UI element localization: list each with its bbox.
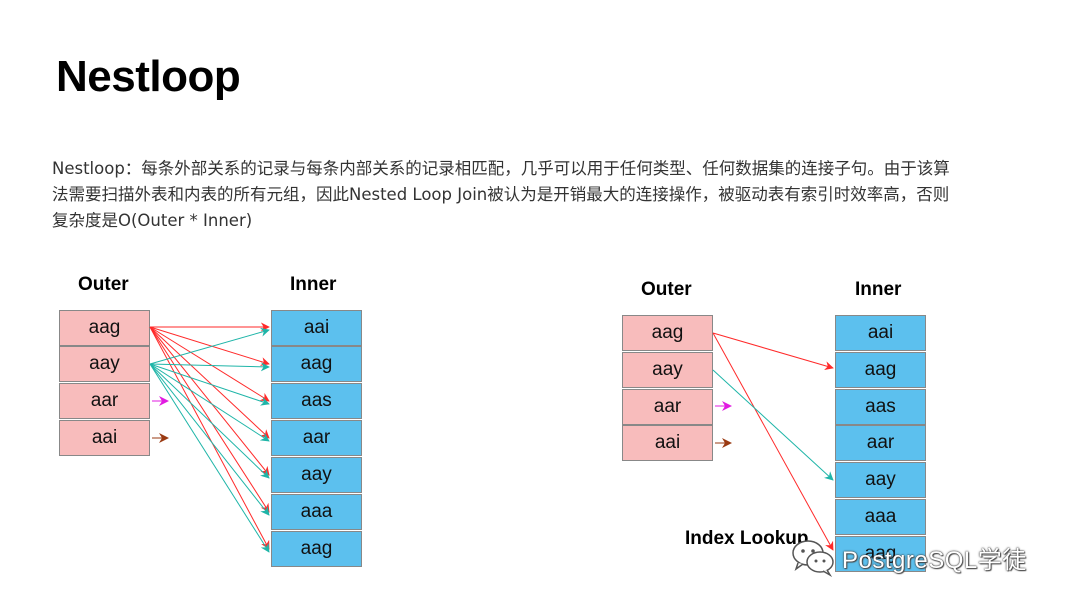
right-inner-row: aar — [835, 425, 926, 461]
right-aag-lookup-arrow — [712, 332, 834, 371]
page-title: Nestloop — [56, 52, 241, 101]
wechat-icon — [792, 540, 834, 577]
left-inner-row: aag — [271, 346, 362, 382]
right-aay-lookup-arrow — [712, 369, 834, 481]
left-inner-label: Inner — [290, 274, 337, 295]
right-inner-row: aag — [835, 536, 926, 572]
right-inner-row: aag — [835, 352, 926, 388]
left-outer-row: aar — [59, 383, 150, 419]
right-inner-row: aaa — [835, 499, 926, 535]
watermark: PostgreSQL学徒 — [790, 537, 1027, 577]
left-inner-row: aay — [271, 457, 362, 493]
description: Nestloop：每条外部关系的记录与每条内部关系的记录相匹配，几乎可以用于任何… — [52, 156, 1042, 234]
description-line: Nestloop：每条外部关系的记录与每条内部关系的记录相匹配，几乎可以用于任何… — [52, 159, 950, 178]
right-outer-label: Outer — [641, 279, 692, 300]
right-outer-row: aar — [622, 389, 713, 425]
watermark-text: PostgreSQL学徒 — [842, 546, 1027, 574]
right-inner-row: aai — [835, 315, 926, 351]
right-inner-label: Inner — [855, 279, 902, 300]
left-aay-scan-arrows — [149, 327, 270, 553]
description-line: 法需要扫描外表和内表的所有元组，因此Nested Loop Join被认为是开销… — [52, 185, 950, 204]
description-line: 复杂度是O(Outer * Inner) — [52, 211, 253, 230]
left-inner-row: aas — [271, 383, 362, 419]
left-outer-label: Outer — [78, 274, 129, 295]
left-inner-row: aag — [271, 531, 362, 567]
index-lookup-label: Index Lookup — [685, 528, 809, 549]
left-inner-row: aaa — [271, 494, 362, 530]
left-inner-row: aar — [271, 420, 362, 456]
left-outer-row: aag — [59, 310, 150, 346]
left-outer-row: aai — [59, 420, 150, 456]
right-outer-row: aay — [622, 352, 713, 388]
right-inner-row: aay — [835, 462, 926, 498]
right-outer-row: aai — [622, 425, 713, 461]
left-outer-row: aay — [59, 346, 150, 382]
left-inner-row: aai — [271, 310, 362, 346]
right-inner-row: aas — [835, 389, 926, 425]
right-outer-row: aag — [622, 315, 713, 351]
right-aag-lookup-arrow — [712, 332, 834, 551]
